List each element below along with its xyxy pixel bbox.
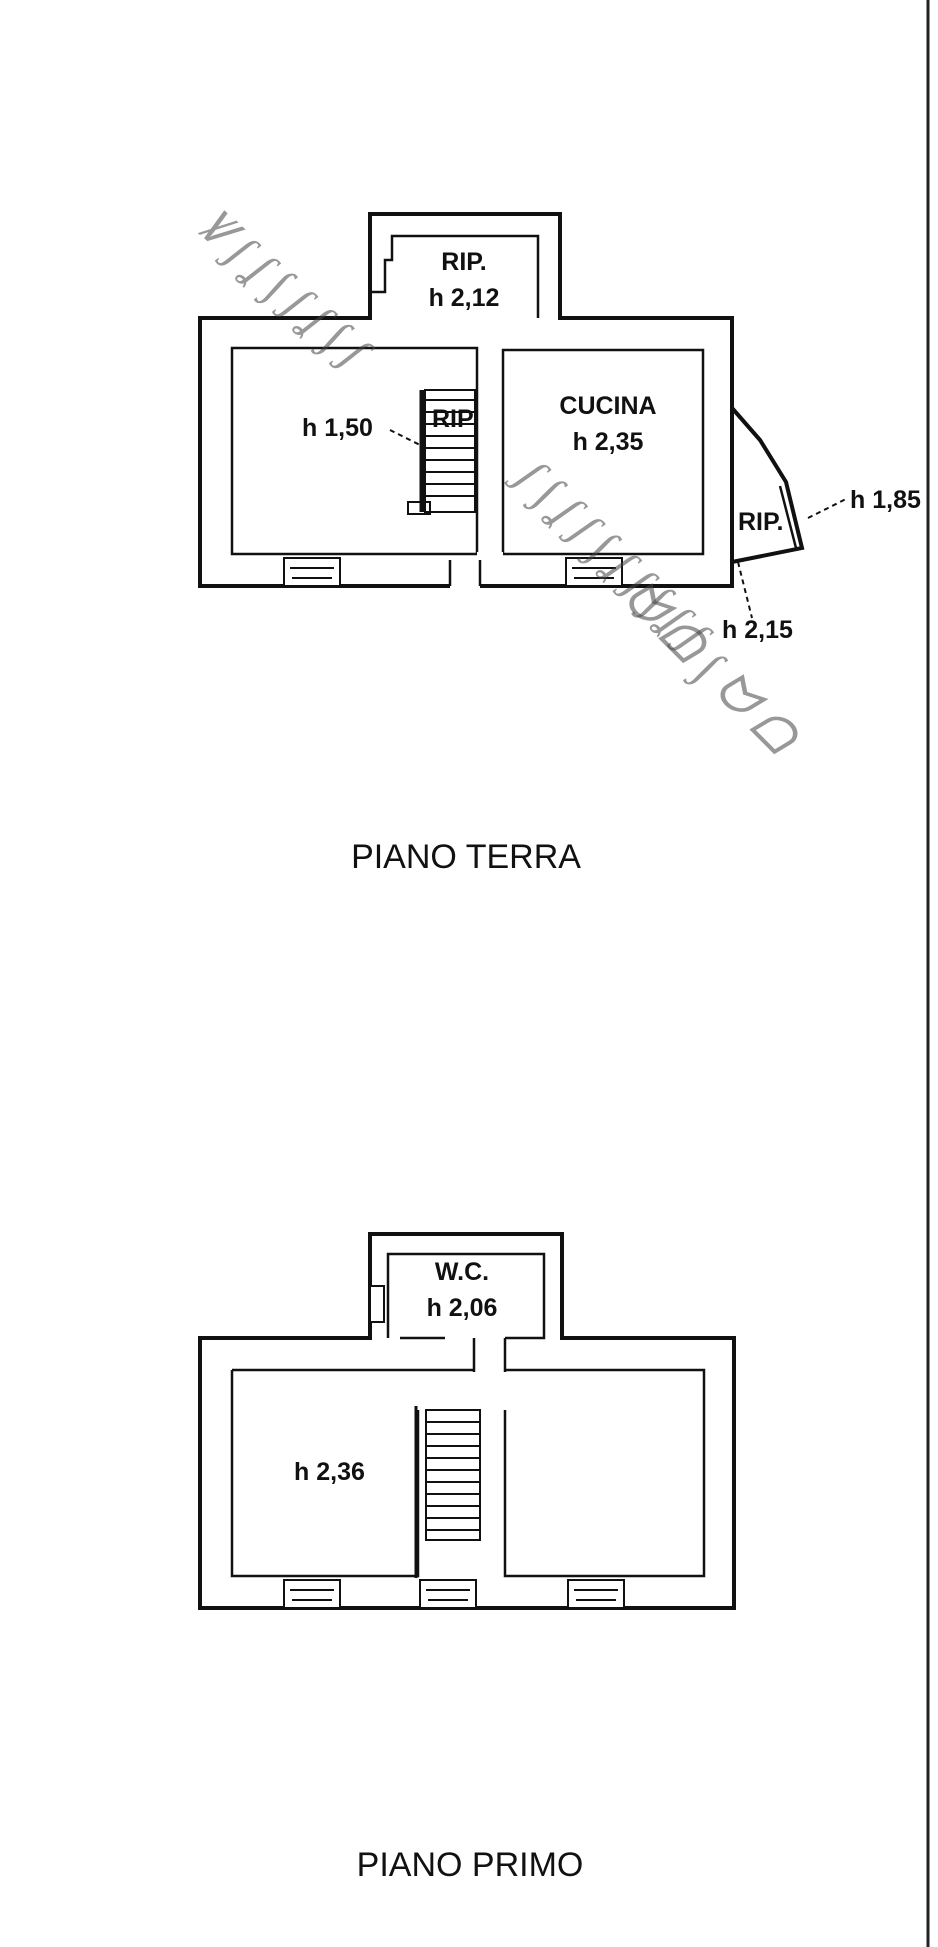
first-wc-height: h 2,06 — [427, 1294, 498, 1322]
ground-kitchen-height: h 2,35 — [573, 428, 644, 456]
ground-annex-inner-wall — [372, 234, 540, 318]
ground-kitchen-name: CUCINA — [559, 392, 656, 420]
ground-side-annex-wall — [730, 406, 805, 564]
first-wc-window — [369, 1285, 385, 1323]
ground-storage-stair-name: RIP — [432, 405, 474, 433]
first-stair — [414, 1406, 481, 1578]
ground-floor-plan: RIP. h 2,12 RIP h 1,50 CUCINA h 2,35 RIP… — [198, 212, 921, 876]
ground-window-right — [565, 557, 623, 587]
ground-storage-side-name: RIP. — [738, 508, 783, 536]
ground-entrance-jambs — [448, 560, 482, 586]
ground-leader-side-inner — [737, 561, 753, 619]
ground-leader-left-room — [389, 429, 421, 446]
first-floor-plan: W.C. h 2,06 h 2,36 PIANO PRIMO — [198, 1232, 736, 1884]
first-window-left — [283, 1579, 341, 1609]
stamp-mark-a: Ꝟ ʃ ʆ ∫ ʃ ʆ ∫ ʃ — [186, 199, 381, 383]
ground-outer-wall — [198, 212, 734, 588]
ground-kitchen-wall — [501, 348, 705, 556]
ground-floor-title: PIANO TERRA — [351, 838, 581, 876]
first-left-room-wall — [230, 1368, 474, 1578]
ground-window-left — [283, 557, 341, 587]
ground-side-annex-inner — [778, 485, 798, 549]
ground-stair — [407, 389, 476, 515]
stamp-mark-c: ᗢ ᗝ ∫ ᗢ ᗝ — [611, 570, 809, 768]
ground-leader-side-outer — [807, 497, 849, 519]
first-wc-inner-wall — [386, 1252, 546, 1340]
first-corridor-walls — [472, 1338, 507, 1372]
ground-entrance-gap — [450, 575, 480, 589]
first-wc-name: W.C. — [435, 1258, 489, 1286]
ground-side-outer-height: h 1,85 — [850, 486, 921, 514]
first-window-right — [567, 1579, 625, 1609]
ground-storage-top-height: h 2,12 — [429, 284, 500, 312]
first-window-middle — [419, 1579, 477, 1609]
first-floor-title: PIANO PRIMO — [357, 1846, 584, 1884]
first-left-room-height: h 2,36 — [294, 1458, 365, 1486]
ground-left-room-wall — [230, 346, 479, 556]
ground-storage-top-name: RIP. — [441, 248, 486, 276]
ground-side-inner-height: h 2,15 — [722, 616, 793, 644]
ground-left-room-height: h 1,50 — [302, 414, 373, 442]
first-right-room-wall — [503, 1368, 706, 1578]
